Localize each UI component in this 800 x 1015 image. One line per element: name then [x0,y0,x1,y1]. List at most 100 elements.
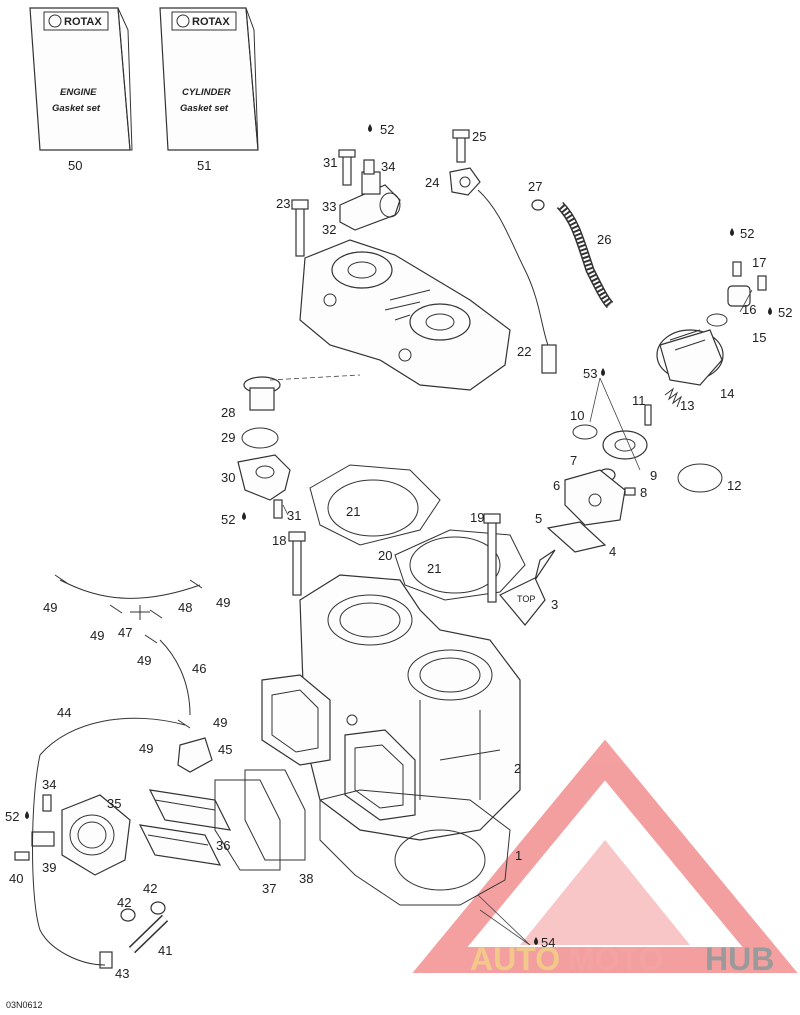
callout-13: 13 [680,398,694,413]
callout-54: 54 [541,935,555,950]
screw-31b[interactable] [273,499,283,519]
hose-48[interactable] [59,579,201,599]
bolt-23[interactable] [291,199,309,257]
callout-49: 49 [139,741,153,756]
callout-9: 9 [650,468,657,483]
exhaust-valve-3[interactable]: TOP [499,549,556,626]
screw-34b[interactable] [42,794,52,812]
clamp-27[interactable] [531,199,545,211]
callout-22: 22 [517,344,531,359]
thermostat-cover-30[interactable] [237,454,291,501]
gasket-4[interactable] [546,521,607,553]
callout-5: 5 [535,511,542,526]
screw-17[interactable] [732,261,767,291]
callout-52: 52 [740,226,754,241]
callout-49: 49 [216,595,230,610]
kit-line2: Gasket set [180,103,229,114]
callout-6: 6 [553,478,560,493]
hose-44[interactable] [32,717,186,966]
callout-21: 21 [427,561,441,576]
callout-47: 47 [118,625,132,640]
oil-drop-icon [730,228,734,236]
cylinder-head[interactable] [299,239,511,391]
callout-19: 19 [470,510,484,525]
screw-8[interactable] [624,487,636,496]
leader-lines [282,289,753,946]
fitting-39[interactable] [31,831,55,847]
head-gasket-20[interactable] [309,464,526,601]
hose-46[interactable] [159,639,191,716]
callout-49: 49 [213,715,227,730]
clips-49[interactable] [54,574,203,729]
valve-housing-6[interactable] [564,469,626,526]
callout-52: 52 [5,809,19,824]
callout-40: 40 [9,871,23,886]
callout-49: 49 [43,600,57,615]
screw-31[interactable] [338,149,356,186]
knock-sensor-24[interactable] [449,167,557,374]
thermostat-28[interactable] [243,376,281,411]
intake-port-flange[interactable] [261,674,416,821]
gasket-37[interactable] [214,779,281,871]
callout-52: 52 [778,305,792,320]
callout-37: 37 [262,881,276,896]
callout-52: 52 [380,122,394,137]
callout-26: 26 [597,232,611,247]
kit-line1: ENGINE [60,87,97,98]
base-gasket-1[interactable] [319,789,511,906]
gasket-38[interactable] [244,769,306,861]
intake-adaptor-35[interactable] [61,794,131,876]
oil-drop-icon [242,512,246,520]
callout-15: 15 [752,330,766,345]
o-ring-15[interactable] [706,313,728,327]
clamp-42[interactable] [120,901,166,922]
callout-30: 30 [221,470,235,485]
oil-drop-icon [25,811,29,819]
callout-48: 48 [178,600,192,615]
oil-drop-icon [768,307,772,315]
callout-50: 50 [68,158,82,173]
stud-19[interactable] [483,513,501,603]
tee-fitting-47[interactable] [130,605,150,620]
screw-40[interactable] [14,851,30,861]
sleeve-26[interactable] [556,201,614,309]
engine-gasket-kit[interactable]: ROTAX ENGINE Gasket set [29,7,133,151]
reed-valve-36[interactable] [138,789,232,866]
callout-44: 44 [57,705,71,720]
callout-18: 18 [272,533,286,548]
bellows-9[interactable] [602,430,648,460]
spring-13[interactable] [664,387,683,408]
plug-34[interactable] [363,159,375,175]
bolt-25[interactable] [452,129,470,163]
valve-cover-14[interactable] [656,329,724,386]
callout-12: 12 [727,478,741,493]
callout-46: 46 [192,661,206,676]
piston-rod-11[interactable] [644,404,652,426]
kit-line1: CYLINDER [182,87,231,98]
seal-29[interactable] [241,427,279,449]
callout-31: 31 [287,508,301,523]
stud-18[interactable] [288,531,306,596]
callout-8: 8 [640,485,647,500]
callout-42: 42 [117,895,131,910]
o-ring-10[interactable] [572,424,598,440]
hose-41[interactable] [128,914,169,954]
oil-drop-icon [534,937,538,945]
callout-1: 1 [515,848,522,863]
kit-brand: ROTAX [64,16,102,28]
valve-cap-16[interactable] [727,285,751,307]
callout-2: 2 [514,761,521,776]
cylinder-gasket-kit[interactable]: ROTAX CYLINDER Gasket set [159,7,259,151]
coolant-outlet-housing[interactable] [339,171,401,231]
callout-31: 31 [323,155,337,170]
o-ring-12[interactable] [677,463,723,493]
fitting-43[interactable] [99,951,113,969]
watermark-logo [412,739,798,973]
callout-16: 16 [742,302,756,317]
oil-drop-icons [25,124,772,945]
callout-34: 34 [42,777,56,792]
solenoid-45[interactable] [177,737,213,773]
callout-49: 49 [137,653,151,668]
callout-36: 36 [216,838,230,853]
callout-14: 14 [720,386,734,401]
